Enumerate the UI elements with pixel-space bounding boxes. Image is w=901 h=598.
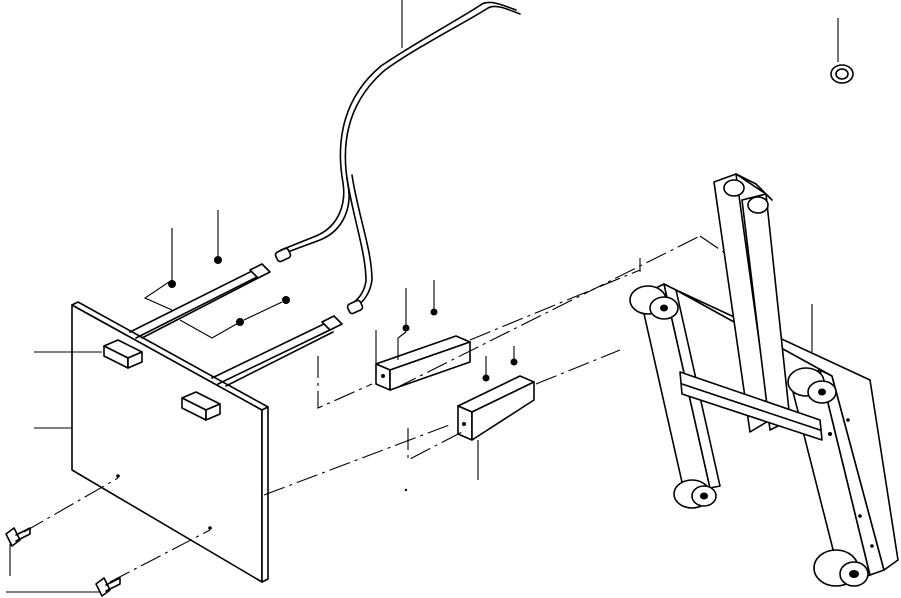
ring-washer xyxy=(830,18,854,84)
leader-lines xyxy=(6,0,813,593)
mounting-plate-assembly xyxy=(5,210,343,597)
pivot-eye xyxy=(813,549,869,587)
nut xyxy=(236,318,244,326)
nut xyxy=(168,280,176,288)
nut xyxy=(282,296,290,304)
pivot-eye xyxy=(673,479,717,509)
screw xyxy=(5,527,31,547)
nut xyxy=(402,324,410,332)
bolt-head xyxy=(321,315,343,331)
bracket-upper xyxy=(375,280,471,391)
lift-frame xyxy=(629,173,899,587)
hose-assembly xyxy=(274,1,521,315)
pivot-eye xyxy=(629,285,679,320)
pivot-eye xyxy=(723,179,769,214)
bracket-lower xyxy=(457,346,535,480)
mounting-plate xyxy=(71,304,263,583)
nut xyxy=(214,256,222,264)
pivot-eye xyxy=(787,367,837,404)
bolt-head xyxy=(249,263,271,279)
screw xyxy=(95,577,121,597)
